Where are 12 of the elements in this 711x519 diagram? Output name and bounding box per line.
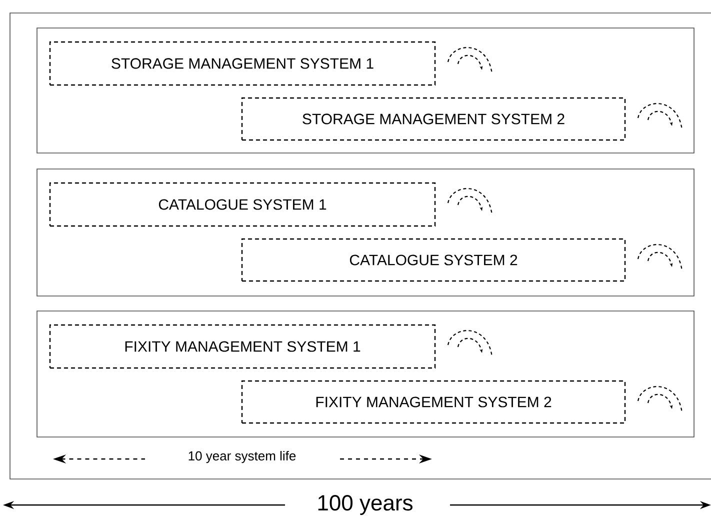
system-box: CATALOGUE SYSTEM 2 xyxy=(241,238,626,282)
system-box: CATALOGUE SYSTEM 1 xyxy=(49,182,436,227)
group-box xyxy=(36,28,694,154)
frame xyxy=(10,12,711,480)
group-box xyxy=(36,168,694,296)
dimension-label: 100 years xyxy=(318,495,412,515)
system-box: STORAGE MANAGEMENT SYSTEM 1 xyxy=(49,41,436,86)
dimension-label: 10 year system life xyxy=(188,450,296,464)
group-box xyxy=(36,310,694,438)
system-box: FIXITY MANAGEMENT SYSTEM 1 xyxy=(49,324,436,369)
system-box: STORAGE MANAGEMENT SYSTEM 2 xyxy=(241,97,626,141)
system-box: FIXITY MANAGEMENT SYSTEM 2 xyxy=(241,380,626,424)
